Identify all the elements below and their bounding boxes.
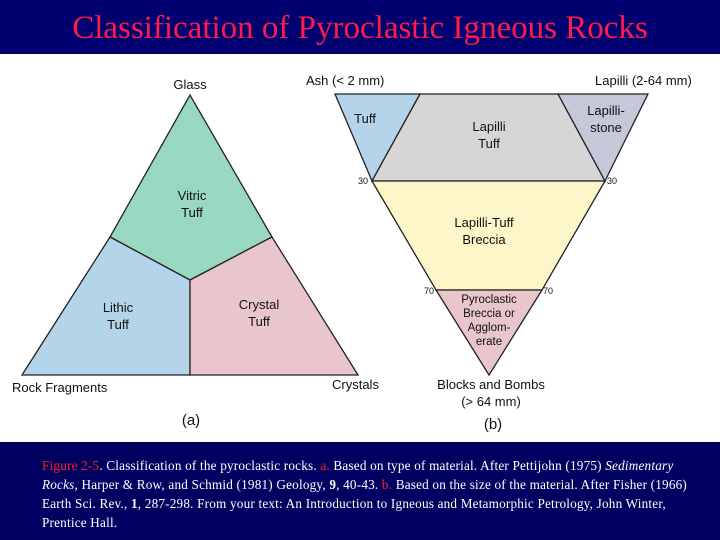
figure-area: Glass Rock Fragments Crystals Vitric Tuf… [0,54,720,442]
crystal-tuff-line2: Tuff [248,314,270,329]
tick-70-right: 70 [543,286,553,296]
caption-volume-1: 9 [329,477,337,492]
vitric-tuff-line1: Vitric [178,188,207,203]
pyroclastic-line1: Pyroclastic [461,294,517,306]
ash-label: Ash (< 2 mm) [306,73,384,88]
tick-70-left: 70 [424,286,434,296]
caption-part-2: Based on type of material. After Pettijo… [329,458,606,473]
lapilli-tuff-line2: Tuff [478,136,500,151]
caption-b-label: b. [381,477,393,492]
caption-a-label: a. [320,458,330,473]
apex-rock-fragments-label: Rock Fragments [12,380,108,395]
caption-box [0,442,720,540]
blocks-bombs-line1: Blocks and Bombs [437,377,545,392]
caption-volume-2: 1 [130,496,138,511]
field-pyroclastic-breccia [434,289,544,377]
figure-label: Figure 2-5 [42,458,100,473]
vitric-tuff-line2: Tuff [181,205,203,220]
lithic-tuff-line2: Tuff [107,317,129,332]
caption-book-title: Sedimentary Rocks [42,458,674,492]
ternary-diagram-a: Glass Rock Fragments Crystals Vitric Tuf… [12,77,379,429]
lapilli-tuff-breccia-line1: Lapilli-Tuff [454,215,514,230]
pyroclastic-line3: Agglom- [468,322,511,334]
caption-part-4: , 40-43. [336,477,382,492]
lapilli-tuff-line1: Lapilli [472,119,505,134]
tick-30-right: 30 [607,176,617,186]
tuff-label: Tuff [354,111,376,126]
field-crystal-tuff [189,236,360,376]
figure-svg: Glass Rock Fragments Crystals Vitric Tuf… [12,73,692,433]
slide-title: Classification of Pyroclastic Igneous Ro… [72,10,648,46]
crystal-tuff-line1: Crystal [239,297,280,312]
caption-part-5: Based on the size of the material. After… [42,477,688,511]
field-lapillistone [556,93,650,183]
pyroclastic-line4: erate [476,336,502,348]
pyroclastic-line2: Breccia or [463,308,515,320]
lapillistone-line2: stone [590,120,622,135]
caption-part-1: . Classification of the pyroclastic rock… [99,458,321,473]
lithic-tuff-line1: Lithic [103,300,134,315]
title-bar [0,0,720,54]
size-diagram-b: Ash (< 2 mm) Lapilli (2-64 mm) Tuff Lapi… [306,73,692,433]
lapilli-tuff-breccia-line2: Breccia [462,232,506,247]
apex-glass-label: Glass [173,77,207,92]
panel-a-label: (a) [182,412,200,429]
lapilli-label: Lapilli (2-64 mm) [595,73,692,88]
panel-b-label: (b) [484,416,502,433]
blocks-bombs-line2: (> 64 mm) [461,394,521,409]
lapillistone-line1: Lapilli- [587,103,625,118]
tick-30-left: 30 [358,176,368,186]
caption-part-3: , Harper & Row, and Schmid (1981) Geolog… [74,477,330,492]
apex-crystals-label: Crystals [332,377,379,392]
figure-caption: Figure 2-5. Classification of the pyrocl… [42,456,692,532]
caption-part-6: , 287-298. From your text: An Introducti… [42,496,666,530]
